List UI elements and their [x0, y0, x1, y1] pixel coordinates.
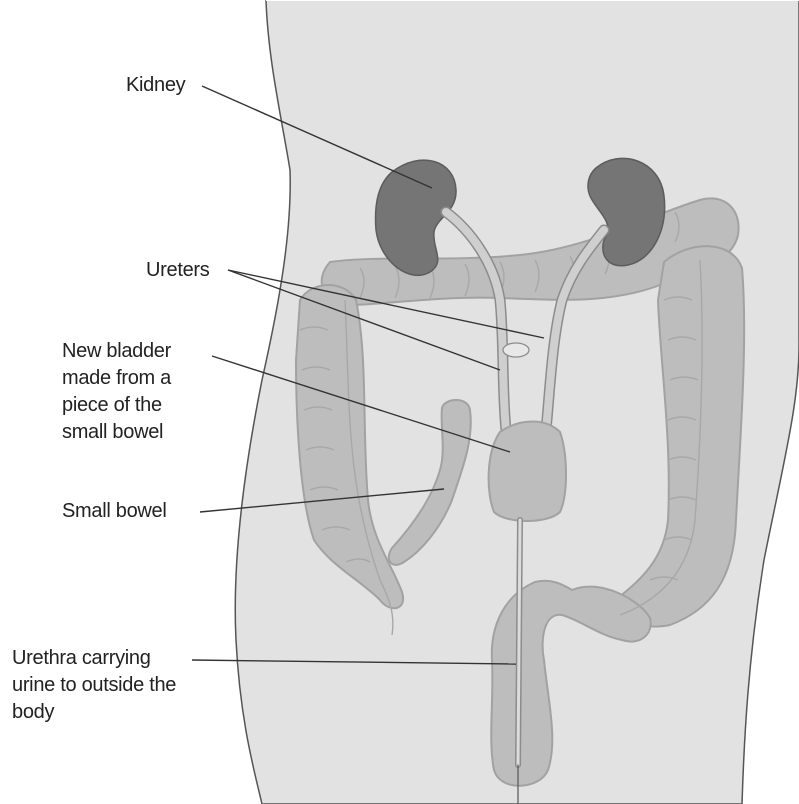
label-urethra-line-2: urine to outside the [12, 672, 176, 699]
label-urethra: Urethra carrying urine to outside the bo… [12, 645, 176, 726]
label-new-bladder-line-3: piece of the [62, 392, 171, 419]
ureter-junction [503, 343, 529, 357]
new-bladder [489, 422, 566, 522]
label-ureters: Ureters [146, 257, 209, 284]
label-kidney: Kidney [126, 72, 185, 99]
label-new-bladder-line-2: made from a [62, 365, 171, 392]
label-urethra-line-3: body [12, 699, 176, 726]
label-new-bladder-line-4: small bowel [62, 419, 171, 446]
label-new-bladder-line-1: New bladder [62, 338, 171, 365]
urethra [518, 520, 520, 804]
label-urethra-line-1: Urethra carrying [12, 645, 176, 672]
label-new-bladder: New bladder made from a piece of the sma… [62, 338, 171, 446]
label-small-bowel: Small bowel [62, 498, 167, 525]
